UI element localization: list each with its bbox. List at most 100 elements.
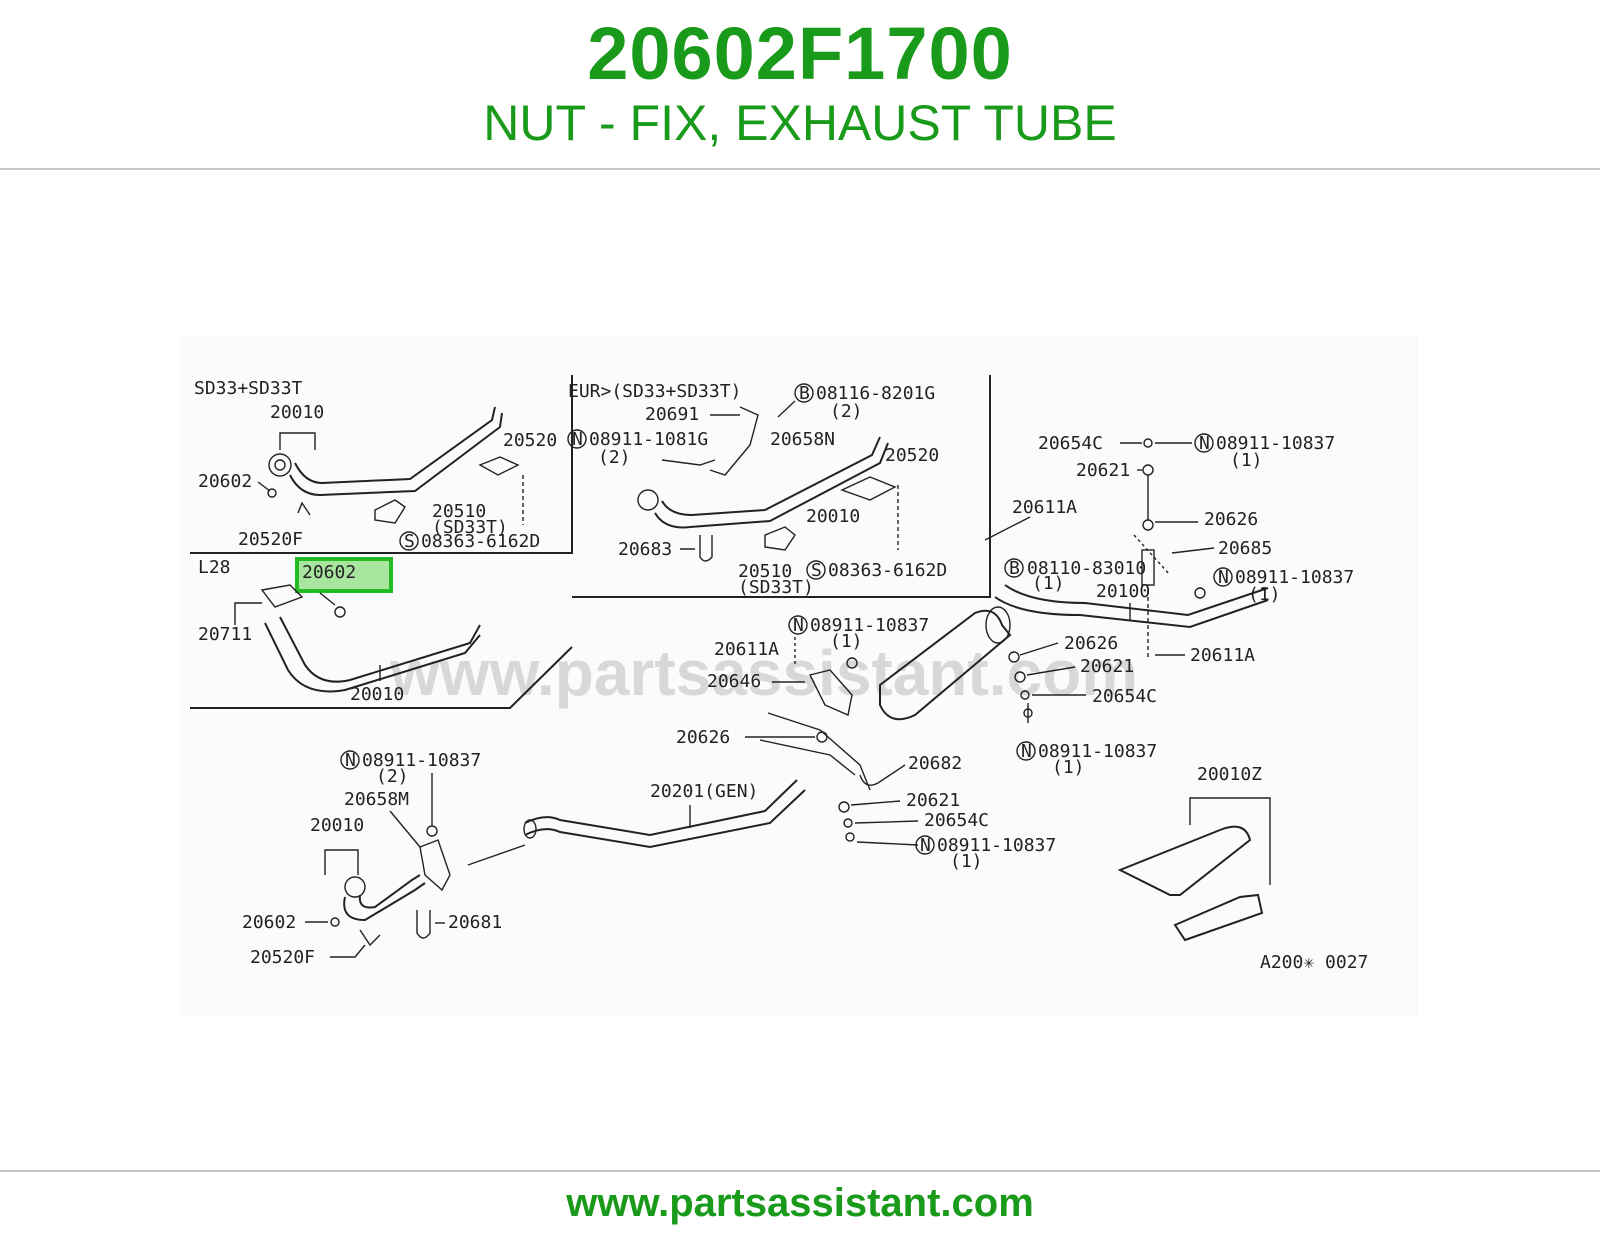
leader — [389, 810, 421, 848]
nut-part — [426, 825, 438, 837]
label-20658m: 20658M — [344, 789, 409, 810]
label-20621-m: 20621 — [1080, 656, 1134, 677]
circle-n — [1194, 433, 1214, 453]
label-20602-d: 20602 — [242, 912, 296, 933]
frame-sd33 — [190, 375, 573, 554]
watermark-text: www.partsassistant.com — [389, 637, 1138, 709]
label-q1d: (1) — [830, 631, 863, 652]
label-q1c: (1) — [1248, 584, 1281, 605]
muffler-end — [985, 606, 1011, 644]
exhaust-pipe-part — [1004, 584, 1269, 617]
manifold-pipe-part — [358, 874, 421, 909]
label-20654c: 20654C — [1038, 433, 1103, 454]
nut-part — [838, 801, 850, 813]
circle-n — [1213, 567, 1233, 587]
washer-part — [1020, 690, 1030, 700]
label-20520: 20520 — [503, 430, 557, 451]
label-n-a: N — [572, 429, 583, 450]
label-n-g: N — [345, 750, 356, 771]
label-sd33t: (SD33T) — [432, 517, 508, 538]
label-q1e: (1) — [1052, 757, 1085, 778]
bracket-part — [808, 669, 853, 716]
exhaust-parts-diagram: www.partsassistant.com SD33+SD33T 20010 … — [180, 335, 1418, 1015]
bracket-part — [840, 476, 897, 501]
leader — [1026, 666, 1076, 676]
label-sd33t-eur: (SD33T) — [738, 577, 814, 598]
label-20626-m: 20626 — [1064, 633, 1118, 654]
manifold-pipe-part — [343, 882, 426, 922]
label-20691: 20691 — [645, 404, 699, 425]
label-08110: 08110-83010 — [1027, 558, 1146, 579]
nut-part — [846, 657, 858, 669]
washer-part — [843, 818, 853, 828]
exhaust-tube-part — [289, 412, 503, 497]
nut-part — [334, 606, 346, 618]
nut-part — [845, 832, 855, 842]
label-20682: 20682 — [908, 753, 962, 774]
mount-part — [374, 499, 406, 524]
exhaust-tube-part — [279, 616, 481, 683]
label-20611a-r: 20611A — [1190, 645, 1255, 666]
header-divider — [0, 168, 1600, 170]
label-n-b: N — [1199, 433, 1210, 454]
label-q1b: (1) — [1032, 573, 1065, 594]
label-eur-title: EUR>(SD33+SD33T) — [568, 381, 741, 402]
circle-n — [788, 615, 808, 635]
highlighted-part-box[interactable] — [295, 557, 393, 593]
bracket-part — [419, 839, 451, 892]
label-20010-eur: 20010 — [806, 506, 860, 527]
circle-n — [340, 750, 360, 770]
label-20520f: 20520F — [238, 529, 303, 550]
label-q2b: (2) — [598, 447, 631, 468]
label-08911-1081g: 08911-1081G — [589, 429, 708, 450]
circle-b — [794, 383, 814, 403]
footer-website-link[interactable]: www.partsassistant.com — [566, 1181, 1034, 1225]
label-20510: 20510 — [432, 501, 486, 522]
bracket-part — [759, 739, 856, 776]
bracket-part — [478, 456, 520, 476]
mount-part — [764, 526, 796, 551]
leader — [1133, 534, 1171, 576]
label-08363-eur: 08363-6162D — [828, 560, 947, 581]
label-20602-highlight[interactable]: 20602 — [302, 562, 356, 583]
clip-part — [297, 501, 311, 516]
frame-eur — [572, 375, 991, 598]
u-bolt-part — [859, 764, 906, 786]
label-n-e: N — [793, 615, 804, 636]
label-20654c-m: 20654C — [1092, 686, 1157, 707]
label-08116: 08116-8201G — [816, 383, 935, 404]
label-b-b: B — [1009, 558, 1020, 579]
exhaust-tube-part — [661, 436, 881, 517]
label-20621-c: 20621 — [906, 790, 960, 811]
label-20520-eur: 20520 — [885, 445, 939, 466]
washer-part — [1143, 438, 1153, 448]
circle-n — [915, 835, 935, 855]
label-20646: 20646 — [707, 671, 761, 692]
label-20010z: 20010Z — [1197, 764, 1262, 785]
leader — [330, 944, 366, 958]
label-20510-eur: 20510 — [738, 561, 792, 582]
pipe-end — [523, 819, 537, 839]
label-20010: 20010 — [270, 402, 324, 423]
diagram-svg: www.partsassistant.com SD33+SD33T 20010 … — [190, 375, 1368, 973]
circle-n — [567, 429, 587, 449]
circle-b — [1004, 558, 1024, 578]
leader — [856, 841, 919, 846]
u-bolt-part — [680, 535, 713, 562]
exhaust-pipe-part — [994, 596, 1269, 629]
label-n-f: N — [920, 835, 931, 856]
label-08911-e: 08911-10837 — [362, 750, 481, 771]
label-08911-c: 08911-10837 — [810, 615, 929, 636]
label-n-d: N — [1021, 741, 1032, 762]
exhaust-tube-part — [294, 406, 496, 485]
leader — [1189, 797, 1271, 885]
nut-part — [267, 488, 277, 498]
gasket-part — [260, 584, 304, 608]
label-20683: 20683 — [618, 539, 672, 560]
nut-part — [1194, 587, 1206, 599]
label-l28: L28 — [198, 557, 231, 578]
part-description: NUT - FIX, EXHAUST TUBE — [483, 95, 1117, 151]
leader — [1019, 642, 1059, 656]
exhaust-tube-part — [264, 622, 481, 693]
leader — [777, 400, 796, 418]
